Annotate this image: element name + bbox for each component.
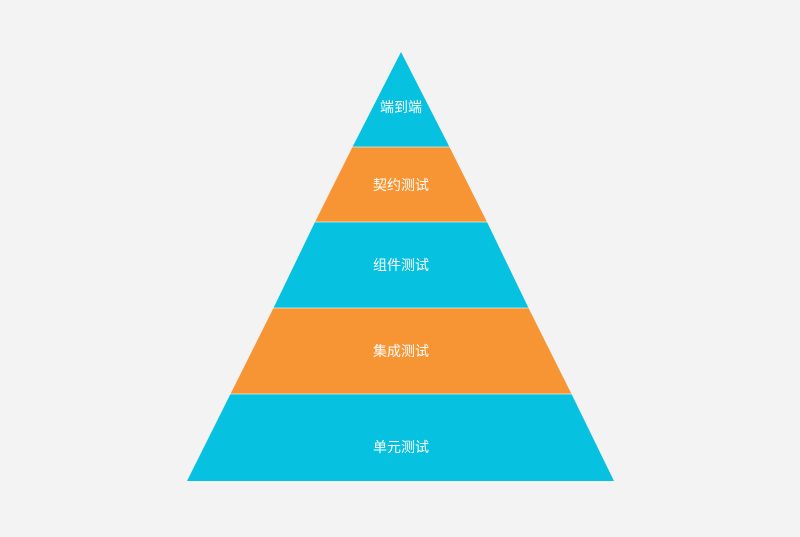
pyramid-layer-label: 组件测试: [373, 258, 429, 274]
pyramid-layer-label: 契约测试: [373, 178, 429, 194]
pyramid-layer-shape: [187, 394, 614, 481]
pyramid-layer-shape: [230, 308, 572, 394]
pyramid-layer-contract-test: 契约测试: [315, 147, 487, 222]
pyramid-layer-e2e: 端到端: [352, 52, 450, 147]
pyramid-layer-label: 端到端: [380, 100, 422, 116]
pyramid-layer-integration-test: 集成测试: [230, 308, 572, 394]
pyramid-layer-component-test: 组件测试: [273, 222, 529, 308]
pyramid-layer-shape: [315, 147, 487, 222]
pyramid-layer-shape: [352, 52, 450, 147]
pyramid-layer-label: 单元测试: [373, 440, 429, 456]
pyramid-layer-label: 集成测试: [373, 343, 429, 360]
pyramid-layer-shape: [273, 222, 529, 308]
pyramid-layer-unit-test: 单元测试: [187, 394, 614, 481]
